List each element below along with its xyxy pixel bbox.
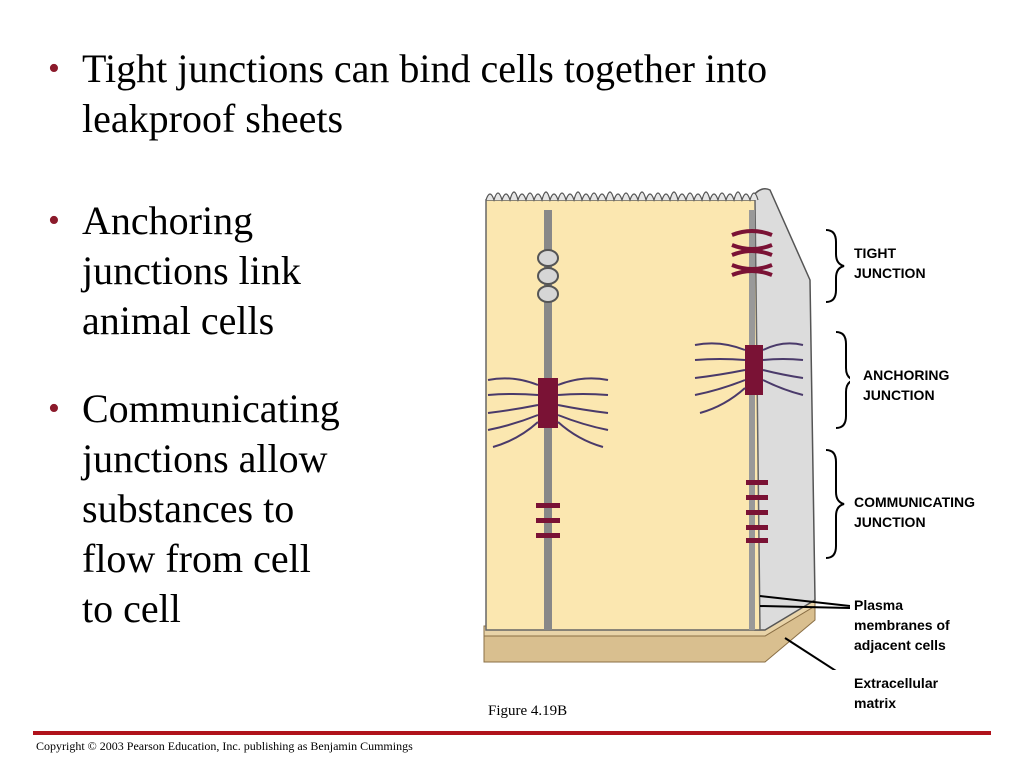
bullet-marker: • bbox=[48, 202, 60, 239]
label-line: Plasma bbox=[854, 597, 904, 613]
bullet-line: animal cells bbox=[82, 298, 275, 343]
label-line: ANCHORING bbox=[863, 367, 950, 383]
label-line: COMMUNICATING bbox=[854, 494, 976, 510]
bullet-line: Communicating bbox=[82, 386, 340, 431]
bullet-line: substances to bbox=[82, 486, 295, 531]
bullet-line: junctions link bbox=[82, 248, 301, 293]
label-line: TIGHT bbox=[854, 245, 896, 261]
label-communicating-junction: COMMUNICATING JUNCTION bbox=[854, 492, 975, 532]
label-extracellular-matrix: Extracellular matrix bbox=[854, 673, 938, 713]
bullet-communicating-junctions: • Communicating junctions allow substanc… bbox=[48, 384, 408, 634]
label-anchoring-junction: ANCHORING JUNCTION bbox=[863, 365, 949, 405]
microvilli bbox=[485, 191, 759, 203]
bullet-line: to cell bbox=[82, 586, 181, 631]
label-line: membranes of bbox=[854, 617, 950, 633]
label-line: JUNCTION bbox=[854, 514, 926, 530]
communicating-junction-right bbox=[746, 480, 768, 543]
label-line: adjacent cells bbox=[854, 637, 946, 653]
cell-body bbox=[485, 199, 761, 631]
label-line: JUNCTION bbox=[854, 265, 926, 281]
bullet-line: Anchoring bbox=[82, 198, 254, 243]
label-plasma-membranes: Plasma membranes of adjacent cells bbox=[854, 595, 950, 655]
label-line: matrix bbox=[854, 695, 897, 711]
pointer-matrix bbox=[784, 637, 837, 670]
bullet-marker: • bbox=[48, 390, 60, 427]
tight-junction-left bbox=[537, 249, 559, 303]
bullet-line: Tight junctions can bind cells together … bbox=[82, 46, 768, 91]
copyright-text: Copyright © 2003 Pearson Education, Inc.… bbox=[36, 739, 413, 753]
bullet-line: flow from cell bbox=[82, 536, 311, 581]
label-line: Extracellular bbox=[854, 675, 939, 691]
cell-junction-illustration bbox=[483, 188, 850, 670]
anchoring-junction-right bbox=[694, 342, 804, 414]
bullet-tight-junctions: • Tight junctions can bind cells togethe… bbox=[48, 44, 928, 144]
bullet-line: junctions allow bbox=[82, 436, 328, 481]
brackets bbox=[759, 229, 850, 670]
bullet-anchoring-junctions: • Anchoring junctions link animal cells bbox=[48, 196, 388, 346]
label-line: JUNCTION bbox=[863, 387, 935, 403]
anchoring-junction-left bbox=[487, 377, 609, 448]
tight-junction bbox=[731, 229, 773, 277]
bullet-line: leakproof sheets bbox=[82, 96, 344, 141]
pointer-plasma bbox=[759, 595, 850, 607]
footer-rule bbox=[33, 731, 991, 735]
communicating-junction-left bbox=[536, 503, 560, 538]
bullet-marker: • bbox=[48, 50, 60, 87]
figure-caption: Figure 4.19B bbox=[488, 703, 568, 719]
label-tight-junction: TIGHT JUNCTION bbox=[854, 243, 926, 283]
